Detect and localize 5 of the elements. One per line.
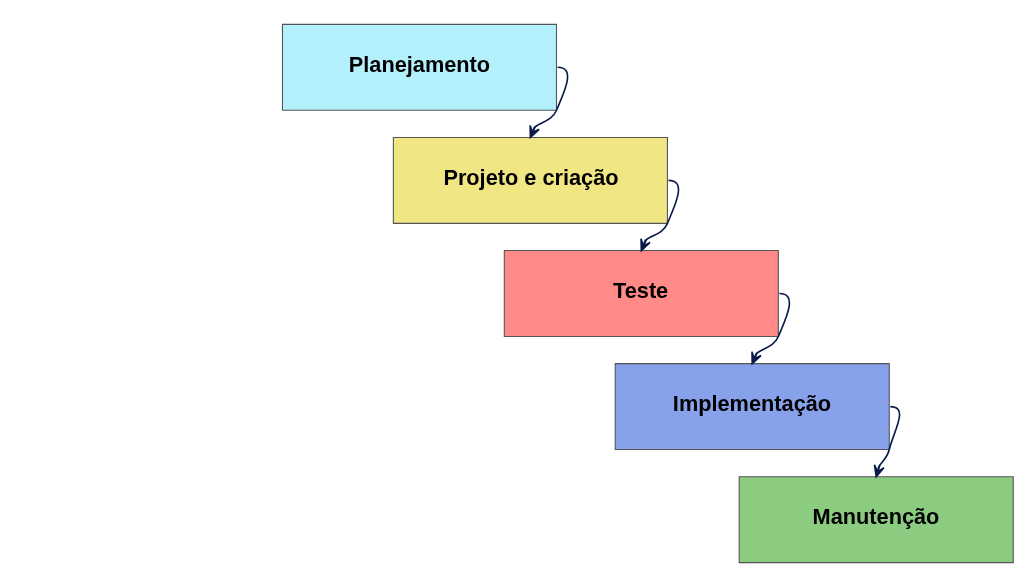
node-box: Projeto e criação (392, 136, 668, 224)
node-box: Planejamento (281, 23, 558, 111)
node-box: Teste (503, 250, 779, 337)
node-box: Implementação (614, 363, 890, 451)
node-box: Manutenção (738, 476, 1014, 564)
